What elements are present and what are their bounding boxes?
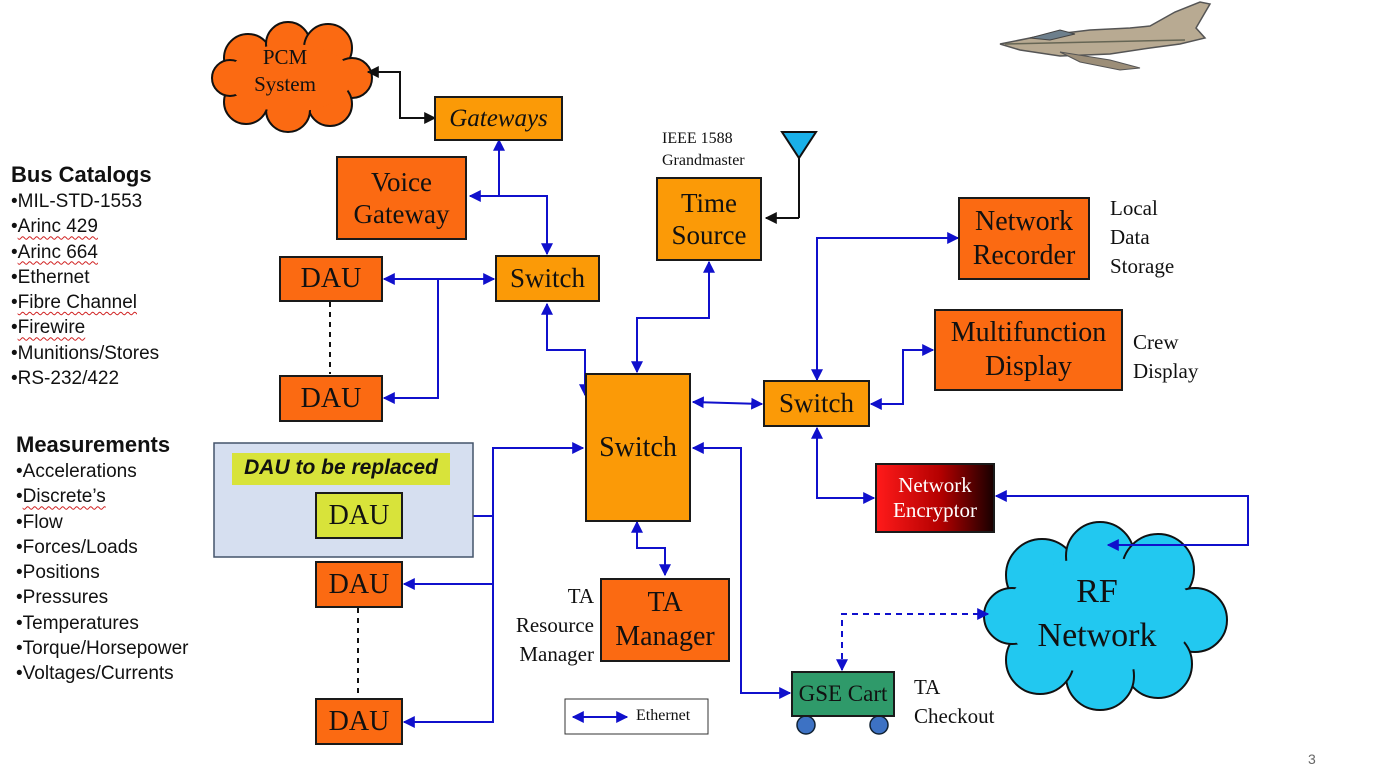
local-data-storage-label: Local Data Storage bbox=[1110, 196, 1175, 278]
list-item: •Munitions/Stores bbox=[11, 342, 160, 364]
gse-cart-box[interactable]: GSE Cart bbox=[791, 671, 895, 717]
dau-low-2[interactable]: DAU bbox=[315, 698, 403, 745]
page-number: 3 bbox=[1308, 751, 1316, 767]
dau-to-replace-label: DAU bbox=[328, 499, 390, 531]
dau-low-1-label: DAU bbox=[328, 568, 390, 600]
list-item: •Voltages/Currents bbox=[16, 663, 174, 685]
time-source-label: Time Source bbox=[671, 187, 747, 250]
measurements-list: Measurements •Accelerations •Discrete’s … bbox=[16, 431, 188, 687]
pcm-system-label: PCM System bbox=[254, 45, 316, 97]
list-item: •Ethernet bbox=[11, 266, 90, 288]
network-encryptor-label: Network Encryptor bbox=[893, 472, 977, 522]
dau-top-2-label: DAU bbox=[300, 382, 362, 414]
ta-manager-label: TA Manager bbox=[615, 587, 715, 652]
dau-to-replace[interactable]: DAU bbox=[315, 492, 403, 539]
gateways-box[interactable]: Gateways bbox=[434, 96, 563, 141]
legend bbox=[564, 698, 709, 735]
list-item: •Firewire bbox=[11, 317, 86, 339]
list-item: •Pressures bbox=[16, 587, 109, 609]
ta-checkout-label: TA Checkout bbox=[914, 675, 995, 728]
list-item: •Fibre Channel bbox=[11, 292, 137, 314]
gse-cart-label: GSE Cart bbox=[798, 681, 888, 707]
ta-resource-manager-label: TA Resource Manager bbox=[515, 584, 594, 666]
list-item: •Arinc 664 bbox=[11, 241, 98, 263]
switch-right[interactable]: Switch bbox=[763, 380, 870, 427]
dau-top-1-label: DAU bbox=[300, 263, 362, 295]
switch-main-label: Switch bbox=[599, 431, 677, 463]
gateways-label: Gateways bbox=[449, 104, 548, 132]
pcm-cloud-shape bbox=[211, 21, 373, 133]
list-item: •Discrete’s bbox=[16, 486, 106, 508]
time-source-box[interactable]: Time Source bbox=[656, 177, 762, 261]
switch-right-label: Switch bbox=[778, 388, 854, 419]
list-item: •Flow bbox=[16, 511, 63, 533]
list-item: •Torque/Horsepower bbox=[16, 638, 189, 660]
rf-network-label: RF Network bbox=[1037, 573, 1157, 654]
list-item: •RS-232/422 bbox=[11, 368, 120, 390]
antenna-icon bbox=[780, 131, 818, 218]
aircraft-icon bbox=[999, 1, 1212, 71]
network-recorder-label: Network Recorder bbox=[972, 205, 1076, 271]
bus-catalogs-list: Bus Catalogs •MIL-STD-1553 •Arinc 429 •A… bbox=[11, 161, 159, 391]
list-item: •Arinc 429 bbox=[11, 216, 98, 238]
crew-display-label: Crew Display bbox=[1133, 330, 1199, 383]
switch-upper-label: Switch bbox=[509, 263, 585, 294]
measurements-heading: Measurements bbox=[16, 432, 171, 457]
network-recorder-box[interactable]: Network Recorder bbox=[958, 197, 1090, 280]
dau-low-1[interactable]: DAU bbox=[315, 561, 403, 608]
grandmaster-label: IEEE 1588 Grandmaster bbox=[662, 130, 745, 170]
dau-low-2-label: DAU bbox=[328, 705, 390, 737]
list-item: •Positions bbox=[16, 562, 100, 584]
dau-top-1[interactable]: DAU bbox=[279, 256, 383, 302]
dau-replace-title: DAU to be replaced bbox=[244, 456, 438, 479]
switch-main[interactable]: Switch bbox=[585, 373, 691, 522]
dau-top-2[interactable]: DAU bbox=[279, 375, 383, 422]
list-item: •MIL-STD-1553 bbox=[11, 191, 143, 212]
bus-catalogs-heading: Bus Catalogs bbox=[11, 162, 152, 187]
voice-gateway-label: Voice Gateway bbox=[353, 166, 450, 229]
cart-wheels bbox=[796, 715, 889, 735]
voice-gateway-box[interactable]: Voice Gateway bbox=[336, 156, 467, 240]
multifunction-display-label: Multifunction Display bbox=[950, 317, 1107, 382]
network-encryptor-box[interactable]: Network Encryptor bbox=[875, 463, 995, 533]
list-item: •Temperatures bbox=[16, 612, 139, 634]
legend-ethernet-label: Ethernet bbox=[636, 707, 691, 724]
rf-cloud-shape bbox=[983, 521, 1228, 711]
multifunction-display-box[interactable]: Multifunction Display bbox=[934, 309, 1123, 391]
switch-upper[interactable]: Switch bbox=[495, 255, 600, 302]
list-item: •Forces/Loads bbox=[16, 536, 138, 558]
list-item: •Accelerations bbox=[16, 461, 137, 482]
ta-manager-box[interactable]: TA Manager bbox=[600, 578, 730, 662]
